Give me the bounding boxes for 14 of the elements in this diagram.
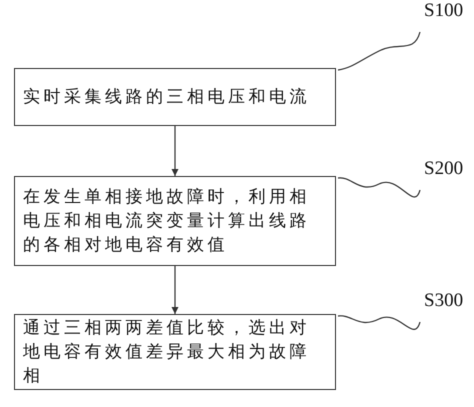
- step-text: 通过三相两两差值比较，选出对地电容有效值差异最大相为故障相: [23, 317, 311, 388]
- leader-line: [338, 32, 421, 71]
- step-label: S100: [424, 0, 464, 21]
- step-text: 实时采集线路的三相电压和电流: [23, 86, 310, 109]
- process-box: [14, 176, 336, 266]
- arrow: [172, 126, 178, 176]
- step-label: S200: [424, 158, 464, 179]
- leader-line: [338, 315, 421, 330]
- step-text: 在发生单相接地故障时，利用相电压和相电流突变量计算出线路的各相对地电容有效值: [23, 186, 311, 257]
- process-box: [14, 68, 336, 126]
- arrow: [172, 266, 178, 314]
- process-box: [14, 314, 336, 390]
- leader-line: [338, 177, 421, 198]
- step-label: S300: [424, 290, 464, 311]
